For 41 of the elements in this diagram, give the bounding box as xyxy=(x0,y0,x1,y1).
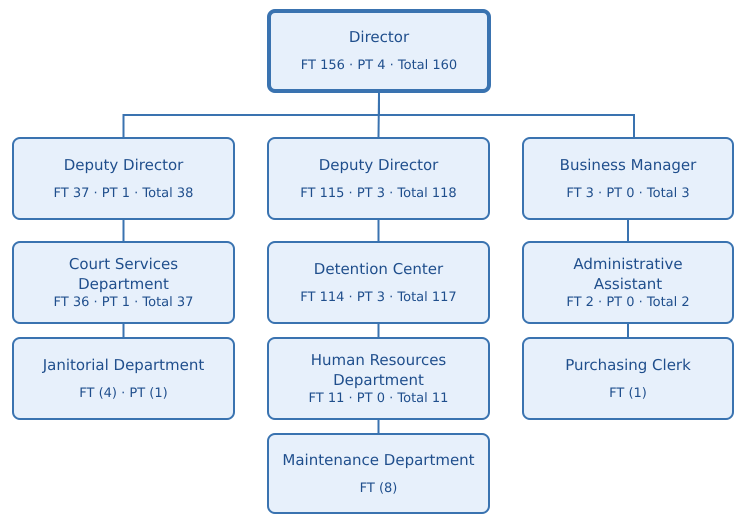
org-box xyxy=(12,137,235,220)
staff-count: FT 156 · PT 4 · Total 160 xyxy=(300,57,458,75)
org-box xyxy=(12,337,235,420)
connector-line xyxy=(378,324,380,337)
staff-count: FT 11 · PT 0 · Total 11 xyxy=(308,390,448,408)
connector-line xyxy=(627,220,629,241)
unit-title: Detention Center xyxy=(314,258,444,278)
staff-count: FT (8) xyxy=(360,480,398,498)
unit-title: Director xyxy=(348,27,410,47)
unit-title: Administrative Assistant xyxy=(572,254,684,294)
staff-count: FT 115 · PT 3 · Total 118 xyxy=(300,184,457,202)
staff-count: FT (1) xyxy=(609,384,647,402)
org-box xyxy=(522,137,734,220)
connector-line xyxy=(378,420,380,433)
org-box xyxy=(522,241,734,324)
unit-title: Maintenance Department xyxy=(282,450,475,470)
org-box xyxy=(267,433,490,514)
connector-line xyxy=(627,324,629,337)
unit-title: Deputy Director xyxy=(64,154,184,174)
unit-title: Business Manager xyxy=(560,154,696,174)
connector-line xyxy=(378,220,380,241)
unit-title: Human Resources Department xyxy=(310,350,448,390)
connector-line xyxy=(122,324,124,337)
staff-count: FT (4) · PT (1) xyxy=(79,384,168,402)
staff-count: FT 114 · PT 3 · Total 117 xyxy=(300,288,457,306)
unit-title: Purchasing Clerk xyxy=(565,354,691,374)
staff-count: FT 36 · PT 1 · Total 37 xyxy=(54,294,194,312)
unit-title: Janitorial Department xyxy=(42,354,204,374)
org-box xyxy=(267,337,490,420)
unit-title: Court Services Department xyxy=(68,254,180,294)
connector-line xyxy=(378,93,635,137)
org-box xyxy=(522,337,734,420)
org-box xyxy=(267,137,490,220)
director-box xyxy=(267,9,491,93)
unit-title: Deputy Director xyxy=(318,154,438,174)
staff-count: FT 3 · PT 0 · Total 3 xyxy=(566,184,690,202)
staff-count: FT 2 · PT 0 · Total 2 xyxy=(566,294,690,312)
org-box xyxy=(267,241,490,324)
connector-line xyxy=(122,220,124,241)
staff-count: FT 37 · PT 1 · Total 38 xyxy=(54,184,194,202)
org-box xyxy=(12,241,235,324)
